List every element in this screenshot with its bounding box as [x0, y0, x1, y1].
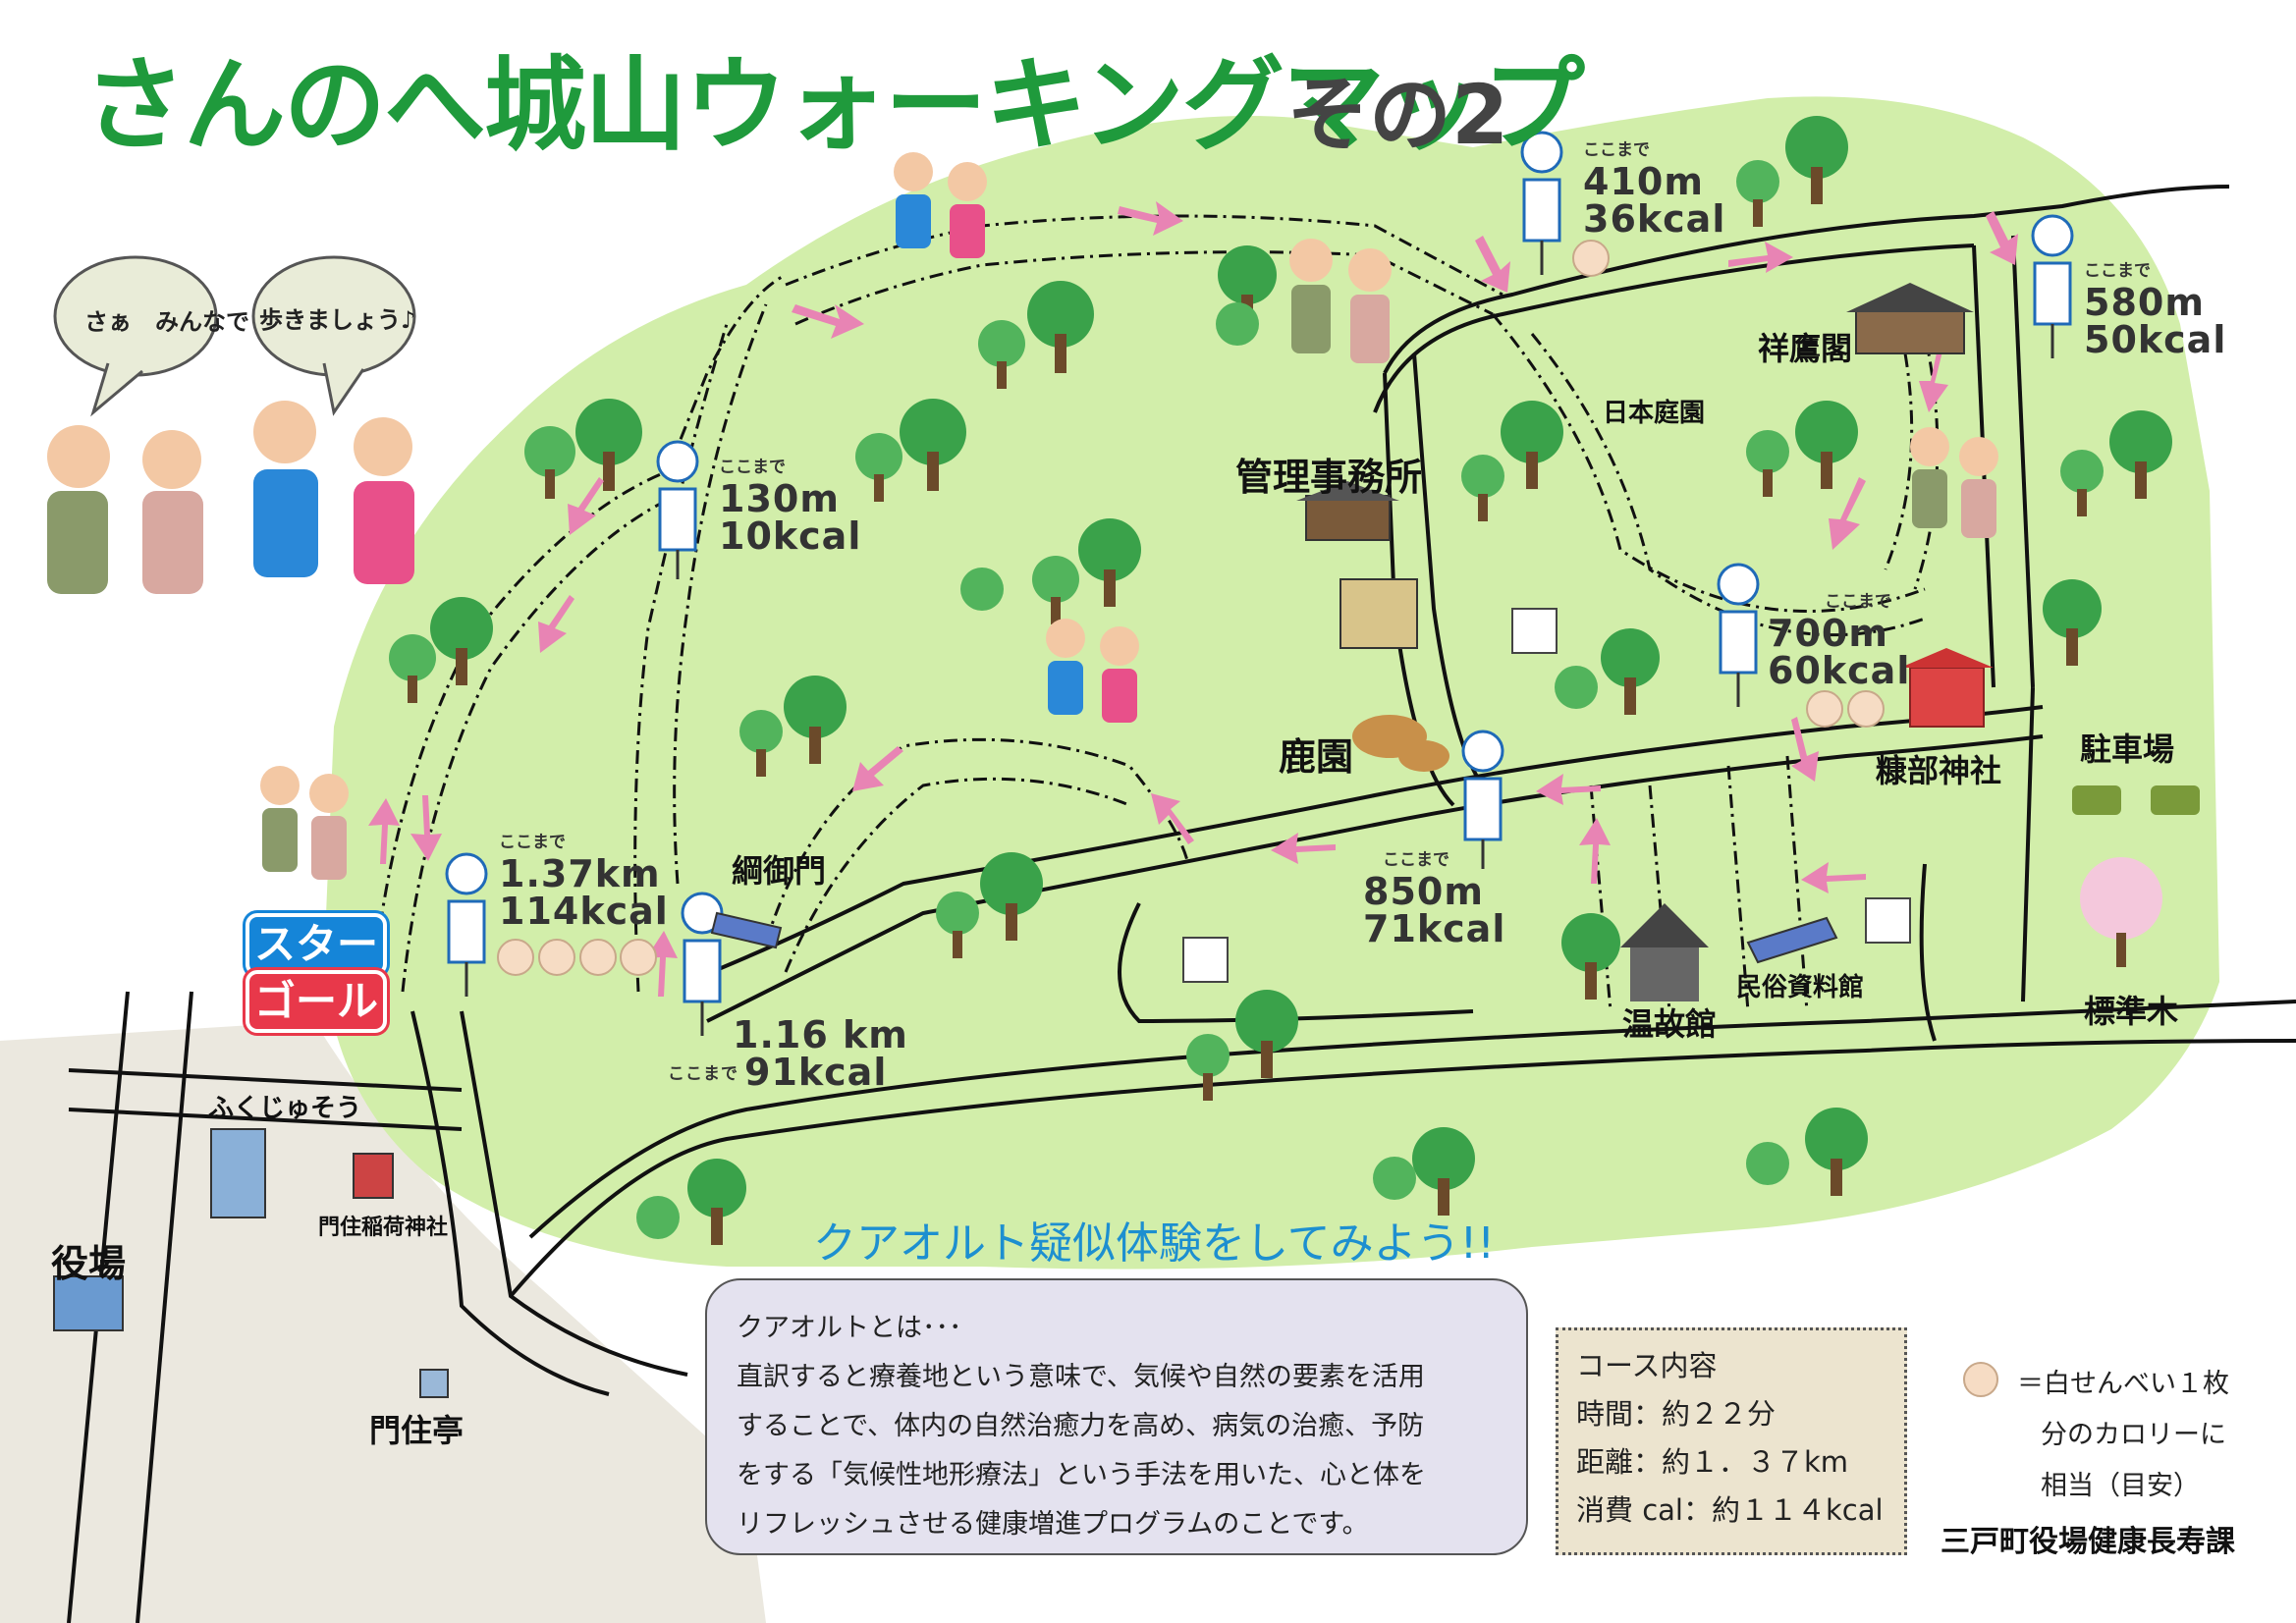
- label-monzumi-shrine: 門住稲荷神社: [318, 1216, 449, 1240]
- checkpoint-700m: ここまで 700m 60kcal: [1768, 592, 1911, 692]
- label-town-hall: 役場: [51, 1242, 127, 1285]
- label-gate: 綱御門: [732, 852, 827, 890]
- checkpoint-header: ここまで: [2084, 261, 2151, 281]
- route-arrows: [368, 201, 2018, 997]
- start-badge: スタート: [246, 913, 387, 1023]
- checkpoint-410m: ここまで 410m 36kcal: [1583, 140, 1726, 241]
- info-line: することで、体内の自然治癒力を高め、病気の治癒、予防: [737, 1411, 1425, 1441]
- checkpoint-header: ここまで: [1383, 850, 1449, 870]
- checkpoint-calories: 10kcal: [719, 514, 862, 558]
- label-shokakaku: 祥鷹閣: [1758, 330, 1853, 367]
- department-name: 三戸町役場健康長寿課: [1941, 1525, 2235, 1559]
- checkpoint-130m: ここまで 130m 10kcal: [719, 458, 862, 558]
- legend-line-3: 相当（目安）: [2041, 1471, 2200, 1501]
- buildings: [53, 283, 2200, 1398]
- walkers-illustrations: [47, 152, 1998, 880]
- checkpoint-calories: 36kcal: [1583, 197, 1726, 241]
- course-distance: 距離：約１．３７km: [1576, 1445, 1849, 1479]
- checkpoint-distance: 700m: [1768, 612, 1888, 655]
- checkpoint-distance: 1.37km: [499, 852, 661, 895]
- label-onkokan: 温故館: [1622, 1005, 1718, 1043]
- course-time: 時間：約２２分: [1576, 1397, 1777, 1431]
- checkpoint-calories: 71kcal: [1363, 907, 1506, 950]
- speech-bubble-2: 歩きましょう♪: [259, 306, 416, 334]
- checkpoint-calories: 91kcal: [744, 1051, 888, 1094]
- checkpoint-distance: 850m: [1363, 870, 1484, 913]
- label-office: 管理事務所: [1235, 456, 1423, 499]
- checkpoint-1-37km: ここまで 1.37km 114kcal: [499, 833, 669, 933]
- label-garden: 日本庭園: [1603, 399, 1706, 428]
- checkpoint-header: ここまで: [1583, 140, 1650, 160]
- label-standard-tree: 標準木: [2084, 993, 2179, 1030]
- cracker-legend: ＝白せんべい１枚 分のカロリーに 相当（目安）: [1962, 1359, 2257, 1512]
- cracker-icon: [1963, 1362, 1998, 1397]
- checkpoint-signs: [445, 131, 2074, 1036]
- checkpoint-header: ここまで: [719, 458, 786, 477]
- checkpoint-header: ここまで: [1825, 592, 1891, 612]
- course-box: コース内容 時間：約２２分 距離：約１．３７km 消費 cal：約１１４kcal: [1556, 1327, 1907, 1555]
- checkpoint-distance: 1.16 km: [733, 1013, 908, 1056]
- label-deer-park: 鹿園: [1279, 735, 1354, 779]
- legend-line-2: 分のカロリーに: [2041, 1420, 2226, 1450]
- page-title-suffix: その2: [1286, 67, 1509, 163]
- label-shrine: 糠部神社: [1876, 752, 2002, 789]
- checkpoint-header: ここまで: [499, 833, 566, 852]
- legend-line-1: ＝白せんべい１枚: [2017, 1369, 2229, 1399]
- info-line: 直訳すると療養地という意味で、気候や自然の要素を活用: [737, 1362, 1425, 1392]
- checkpoint-850m: ここまで 850m 71kcal: [1363, 850, 1506, 950]
- checkpoint-1-16km: 1.16 km ここまで 91kcal: [668, 1016, 908, 1091]
- goal-badge: ゴール: [246, 970, 387, 1033]
- label-fukujuso: ふくじゅそう: [208, 1094, 362, 1123]
- checkpoint-header: ここまで: [668, 1064, 738, 1084]
- subtitle: クアオルト疑似体験をしてみよう!!: [813, 1218, 1495, 1269]
- course-calories: 消費 cal：約１１４kcal: [1576, 1493, 1884, 1527]
- speech-bubble-shapes: [53, 255, 416, 417]
- trees: [389, 116, 2172, 1245]
- kurort-info-box: クアオルトとは･･･ 直訳すると療養地という意味で、気候や自然の要素を活用 する…: [705, 1278, 1528, 1555]
- checkpoint-distance: 580m: [2084, 281, 2205, 324]
- cracker-markers: [497, 240, 1885, 976]
- info-line: リフレッシュさせる健康増進プログラムのことです。: [737, 1509, 1369, 1540]
- info-heading: クアオルトとは･･･: [737, 1313, 962, 1343]
- town-ground: [0, 1021, 766, 1623]
- checkpoint-580m: ここまで 580m 50kcal: [2084, 261, 2227, 361]
- checkpoint-distance: 410m: [1583, 160, 1704, 203]
- checkpoint-distance: 130m: [719, 477, 840, 520]
- label-folk-museum: 民俗資料館: [1736, 973, 1865, 1002]
- checkpoint-calories: 50kcal: [2084, 318, 2227, 361]
- course-heading: コース内容: [1576, 1349, 1718, 1382]
- label-parking: 駐車場: [2080, 730, 2175, 768]
- checkpoint-calories: 114kcal: [499, 890, 669, 933]
- page-title: さんのへ城山ウォーキングマップ: [83, 45, 1585, 165]
- speech-bubble-1: さぁ みんなで: [84, 308, 249, 336]
- label-monzumitei: 門住亭: [369, 1412, 465, 1449]
- info-line: をする「気候性地形療法」という手法を用いた、心と体を: [737, 1460, 1426, 1490]
- checkpoint-calories: 60kcal: [1768, 649, 1911, 692]
